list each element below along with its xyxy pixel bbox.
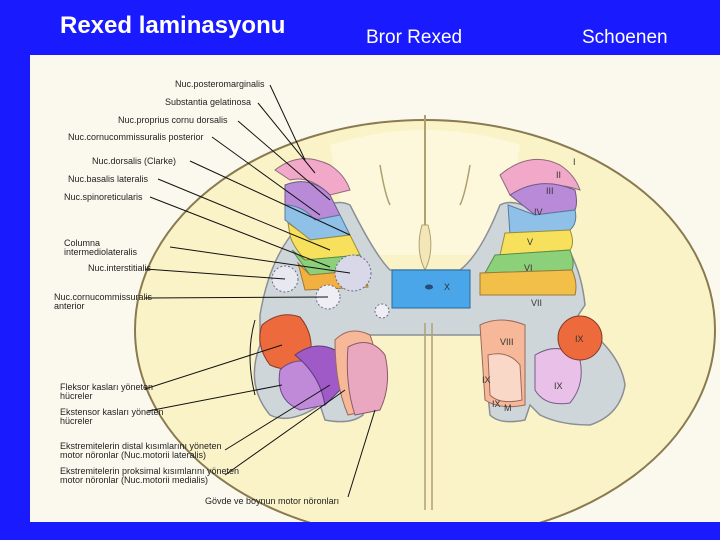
label-columna-intermediolateralis: intermediolateralis — [64, 247, 138, 257]
label-nuc-cornucomm-anterior: Nuc.cornucommissuralis — [54, 292, 153, 302]
lamina-label-ii: II — [556, 170, 562, 180]
lamina-label-iii: III — [546, 186, 554, 196]
lamina-label-ix-c: IX — [554, 381, 563, 391]
schoenen-heading: Schoenen — [582, 27, 668, 48]
label-proksimal-motor: motor nöronlar (Nuc.motorii medialis) — [60, 475, 209, 485]
right-lamina-ix-lateral — [534, 348, 582, 405]
label-distal: Ekstremitelerin distal kısımlarını yönet… — [60, 441, 222, 451]
lamina-label-vi: VI — [524, 263, 533, 273]
label-nuc-dorsalis: Nuc.dorsalis (Clarke) — [92, 156, 177, 166]
right-lamina-ix-dorsolateral — [557, 315, 603, 361]
label-distal-motor: motor nöronlar (Nuc.motorii lateralis) — [60, 450, 207, 460]
lamina-label-v: V — [527, 237, 534, 247]
left-axial-motor — [346, 342, 389, 416]
spinal-cord-laminae-figure: Nuc.posteromarginalis Substantia gelatin… — [30, 55, 720, 522]
spinal-cord-diagram — [134, 84, 716, 522]
lamina-label-viii: VIII — [500, 337, 514, 347]
dorsal-fissure-left — [379, 164, 391, 206]
lamina-label-m: M — [504, 403, 512, 413]
lamina-label-x: X — [444, 282, 451, 292]
bror-rexed-heading: Bror Rexed — [366, 27, 463, 48]
lamina-label-ix-b: IX — [482, 375, 491, 385]
label-ekstensor: Ekstensor kasları yöneten — [60, 407, 164, 417]
label-nuc-posteromarginalis: Nuc.posteromarginalis — [175, 79, 265, 89]
label-substantia-gelatinosa: Substantia gelatinosa — [165, 97, 252, 107]
label-nuc-basalis-lateralis: Nuc.basalis lateralis — [68, 174, 149, 184]
nuc-basalis-lateralis — [334, 254, 372, 292]
label-nuc-interstitialis: Nuc.interstitialis — [88, 263, 152, 273]
lamina-label-iv: IV — [534, 207, 543, 217]
central-canal — [425, 284, 433, 290]
slide-title: Rexed laminasyonu — [60, 12, 286, 39]
right-lamina-ix-medial — [487, 353, 523, 403]
dorsal-fissure-right — [459, 164, 471, 206]
label-columna: Columna — [64, 238, 101, 248]
label-ekstensor-hucreler: hücreler — [60, 416, 93, 426]
lamina-label-ix-d: IX — [492, 399, 501, 409]
lamina-label-vii: VII — [531, 298, 543, 308]
label-govde: Gövde ve boynun motor nöronları — [205, 496, 340, 506]
right-lamina-vi — [479, 269, 577, 296]
leader-lines — [144, 84, 376, 498]
label-proksimal: Ekstremitelerin proksimal kısımlarını yö… — [60, 466, 240, 476]
label-nuc-proprius: Nuc.proprius cornu dorsalis — [118, 115, 228, 125]
bracket — [249, 319, 256, 396]
lamina-label-ix-a: IX — [575, 334, 584, 344]
right-lamina-ii — [509, 183, 577, 216]
ventral-small-nucleus — [374, 303, 390, 319]
label-fleksor: Fleksor kasları yöneten — [60, 382, 154, 392]
label-nuc-cornucomm-posterior: Nuc.cornucommissuralis posterior — [68, 132, 204, 142]
label-anterior: anterior — [54, 301, 85, 311]
label-nuc-spinoreticularis: Nuc.spinoreticularis — [64, 192, 143, 202]
label-fleksor-hucreler: hücreler — [60, 391, 93, 401]
ventral-median-fissure — [424, 323, 433, 510]
lamina-label-i: I — [573, 157, 576, 167]
